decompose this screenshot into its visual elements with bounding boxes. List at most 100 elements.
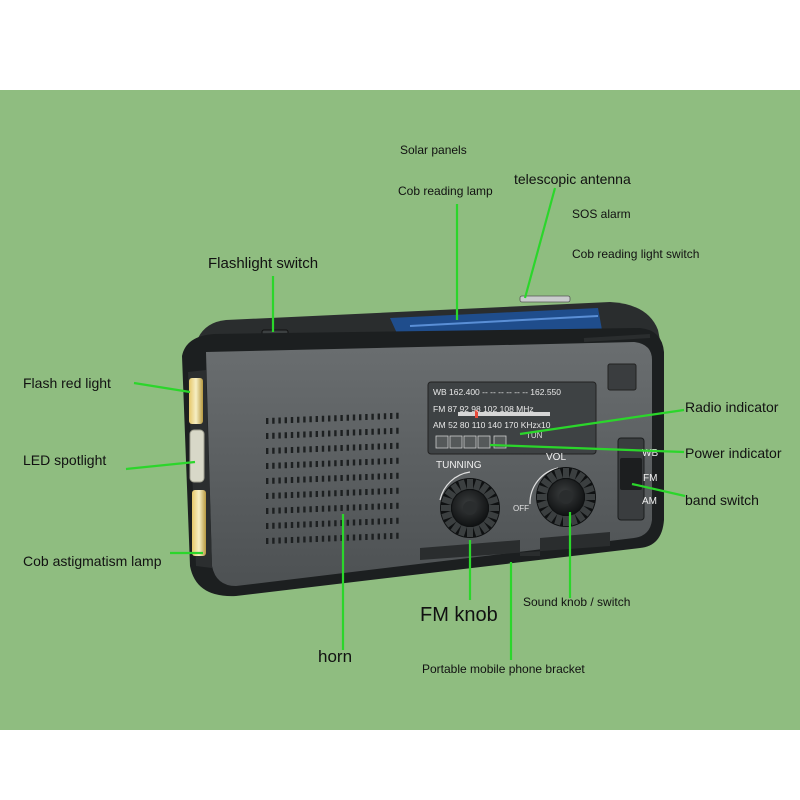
grill-slot xyxy=(284,507,287,514)
grill-slot xyxy=(390,518,393,524)
knob-grip-tooth xyxy=(483,516,496,528)
grill-slot xyxy=(284,432,287,439)
grill-slot xyxy=(266,463,269,469)
grill-slot xyxy=(371,488,374,495)
grill-slot xyxy=(278,537,281,544)
grill-slot xyxy=(352,429,356,436)
knob-grip-tooth xyxy=(467,527,473,537)
grill-slot xyxy=(328,460,331,467)
grill-slot xyxy=(396,427,399,434)
grill-slot xyxy=(371,473,374,480)
label-radio-indicator: Radio indicator xyxy=(685,399,779,415)
grill-slot xyxy=(290,477,294,483)
knob-grip-tooth xyxy=(546,510,558,523)
grill-slot xyxy=(383,458,387,465)
grill-slot xyxy=(390,488,393,494)
knob-grip-tooth xyxy=(579,477,592,489)
grill-slot xyxy=(303,521,306,528)
grill-slot xyxy=(383,473,387,480)
grill-slot xyxy=(303,461,306,468)
vol-knob-label: VOL xyxy=(546,452,566,463)
grill-slot xyxy=(309,521,312,528)
grill-slot xyxy=(297,461,300,468)
grill-slot xyxy=(334,460,337,467)
knob-grip-tooth xyxy=(574,510,586,523)
grill-slot xyxy=(365,489,368,495)
grill-slot xyxy=(396,472,399,479)
band-label-fm: FM xyxy=(643,473,657,484)
grill-slot xyxy=(371,443,374,450)
grill-slot xyxy=(396,502,399,509)
grill-slot xyxy=(278,522,281,529)
grill-slot xyxy=(359,504,362,511)
grill-slot xyxy=(396,517,399,524)
knob-grip-tooth xyxy=(583,485,595,494)
grill-slot xyxy=(359,414,362,421)
grill-slot xyxy=(365,414,368,420)
label-fm-knob: FM knob xyxy=(420,604,498,626)
label-band-switch: band switch xyxy=(685,492,759,508)
tun-label: TUN xyxy=(526,431,543,440)
grill-slot xyxy=(346,534,349,541)
grill-slot xyxy=(290,507,294,513)
grill-slot xyxy=(309,491,312,498)
grill-slot xyxy=(396,442,399,449)
knob-grip-tooth xyxy=(583,500,595,509)
grill-slot xyxy=(272,537,275,544)
grill-slot xyxy=(284,492,287,499)
grill-slot xyxy=(290,417,294,423)
grill-slot xyxy=(284,447,287,454)
grill-slot xyxy=(340,445,343,451)
grill-slot xyxy=(297,491,300,498)
grill-slot xyxy=(352,519,356,526)
grill-slot xyxy=(309,446,312,453)
grill-slot xyxy=(309,536,312,543)
grill-slot xyxy=(297,476,300,483)
knob-grip-tooth xyxy=(444,488,457,500)
grill-slot xyxy=(396,487,399,494)
leader-led-spotlight xyxy=(125,460,196,471)
grill-slot xyxy=(303,536,306,543)
grill-slot xyxy=(371,413,374,420)
grill-slot xyxy=(359,459,362,466)
grill-slot xyxy=(315,416,318,422)
grill-slot xyxy=(365,459,368,465)
grill-slot xyxy=(309,431,312,438)
grill-slot xyxy=(309,416,312,423)
grill-slot xyxy=(346,444,349,451)
grill-slot xyxy=(340,505,343,511)
grill-slot xyxy=(346,519,349,526)
leader-telescopic-antenna xyxy=(523,187,557,299)
label-led-spotlight: LED spotlight xyxy=(23,452,107,468)
leader-band-switch xyxy=(631,482,686,498)
grill-slot xyxy=(290,522,294,528)
grill-slot xyxy=(377,413,380,420)
grill-slot xyxy=(340,475,343,481)
speaker-grill xyxy=(266,412,399,544)
grill-slot xyxy=(278,417,281,424)
grill-slot xyxy=(383,413,387,420)
dial-row-fm: FM 87 92 98 102 108 MHz xyxy=(433,404,534,414)
sos-alarm-grille xyxy=(583,334,651,342)
grill-slot xyxy=(315,491,318,497)
grill-slot xyxy=(328,535,331,542)
grill-slot xyxy=(383,518,387,525)
knob-grip-tooth xyxy=(537,485,549,494)
dial-row-wb: WB 162.400 -- -- -- -- -- -- 162.550 xyxy=(433,387,561,397)
indicator-cell xyxy=(435,435,449,449)
grill-slot xyxy=(359,474,362,481)
grill-slot xyxy=(303,446,306,453)
grill-slot xyxy=(390,533,393,539)
grill-slot xyxy=(396,532,399,539)
label-cob-astigmatism-lamp: Cob astigmatism lamp xyxy=(23,553,162,569)
grill-slot xyxy=(377,533,380,540)
grill-slot xyxy=(272,462,275,469)
grill-slot xyxy=(266,538,269,544)
grill-slot xyxy=(284,477,287,484)
knob-grip-tooth xyxy=(478,482,490,495)
grill-slot xyxy=(315,476,318,482)
grill-slot xyxy=(334,445,337,452)
knob-grip-tooth xyxy=(585,494,595,500)
grill-slot xyxy=(383,503,387,510)
knob-grip-tooth xyxy=(487,496,499,505)
